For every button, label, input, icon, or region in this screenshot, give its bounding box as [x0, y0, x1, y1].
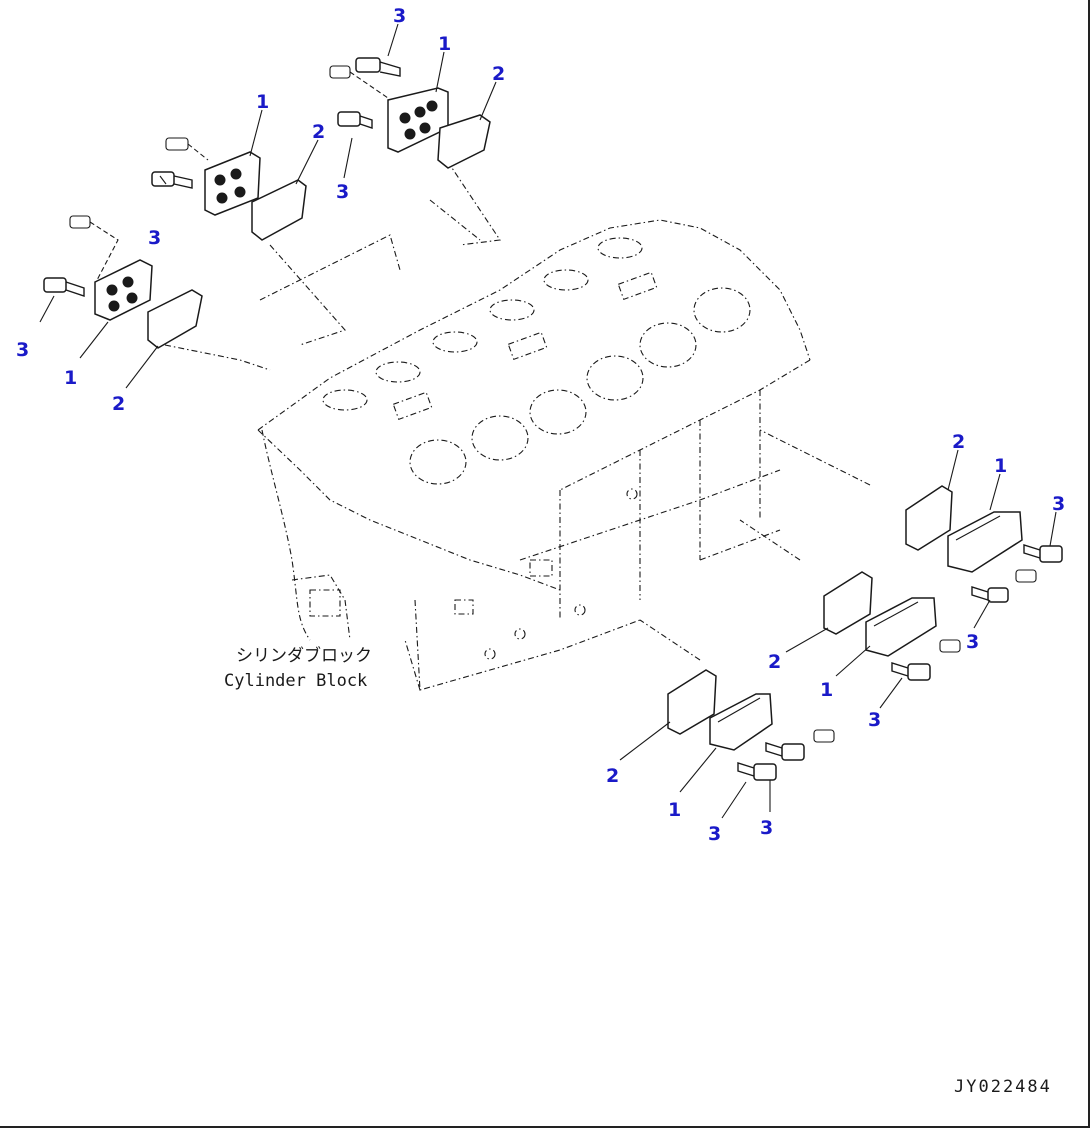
- callout-1: 1: [256, 91, 269, 113]
- callout-1: 1: [668, 799, 681, 821]
- callout-2: 2: [952, 431, 965, 453]
- caption-japanese: シリンダブロック: [236, 645, 372, 666]
- document-id: JY022484: [954, 1077, 1052, 1097]
- cover-assembly-upper-a: [329, 57, 491, 169]
- callout-2: 2: [112, 393, 125, 415]
- cover-assembly-lower-d: [905, 485, 1063, 603]
- callout-1: 1: [820, 679, 833, 701]
- callout-3: 3: [336, 181, 349, 203]
- cover-assembly-lower-e: [823, 571, 961, 681]
- callout-1: 1: [994, 455, 1007, 477]
- callout-1: 1: [64, 367, 77, 389]
- callout-2: 2: [492, 63, 505, 85]
- callout-3: 3: [148, 227, 161, 249]
- callout-3: 3: [393, 5, 406, 27]
- cover-assembly-upper-c: [43, 215, 203, 349]
- cylinder-block-caption: シリンダブロック Cylinder Block: [224, 645, 372, 691]
- callout-2: 2: [768, 651, 781, 673]
- cover-assembly-lower-f: [667, 669, 835, 781]
- callout-3: 3: [966, 631, 979, 653]
- callout-2: 2: [606, 765, 619, 787]
- cylinder-block-outline: [257, 219, 811, 691]
- callout-numbers: 1 2 3 3 1 2 3 3 1 2 2 1 3 3 2 1 3 2 1 3 …: [16, 5, 1065, 845]
- caption-english: Cylinder Block: [224, 671, 367, 691]
- callout-2: 2: [312, 121, 325, 143]
- callout-1: 1: [438, 33, 451, 55]
- callout-leaders: [39, 23, 1057, 819]
- callout-3: 3: [1052, 493, 1065, 515]
- cover-assembly-upper-b: [151, 137, 307, 241]
- callout-3: 3: [760, 817, 773, 839]
- callout-3: 3: [868, 709, 881, 731]
- callout-3: 3: [16, 339, 29, 361]
- alignment-lines: [164, 149, 871, 661]
- callout-3: 3: [708, 823, 721, 845]
